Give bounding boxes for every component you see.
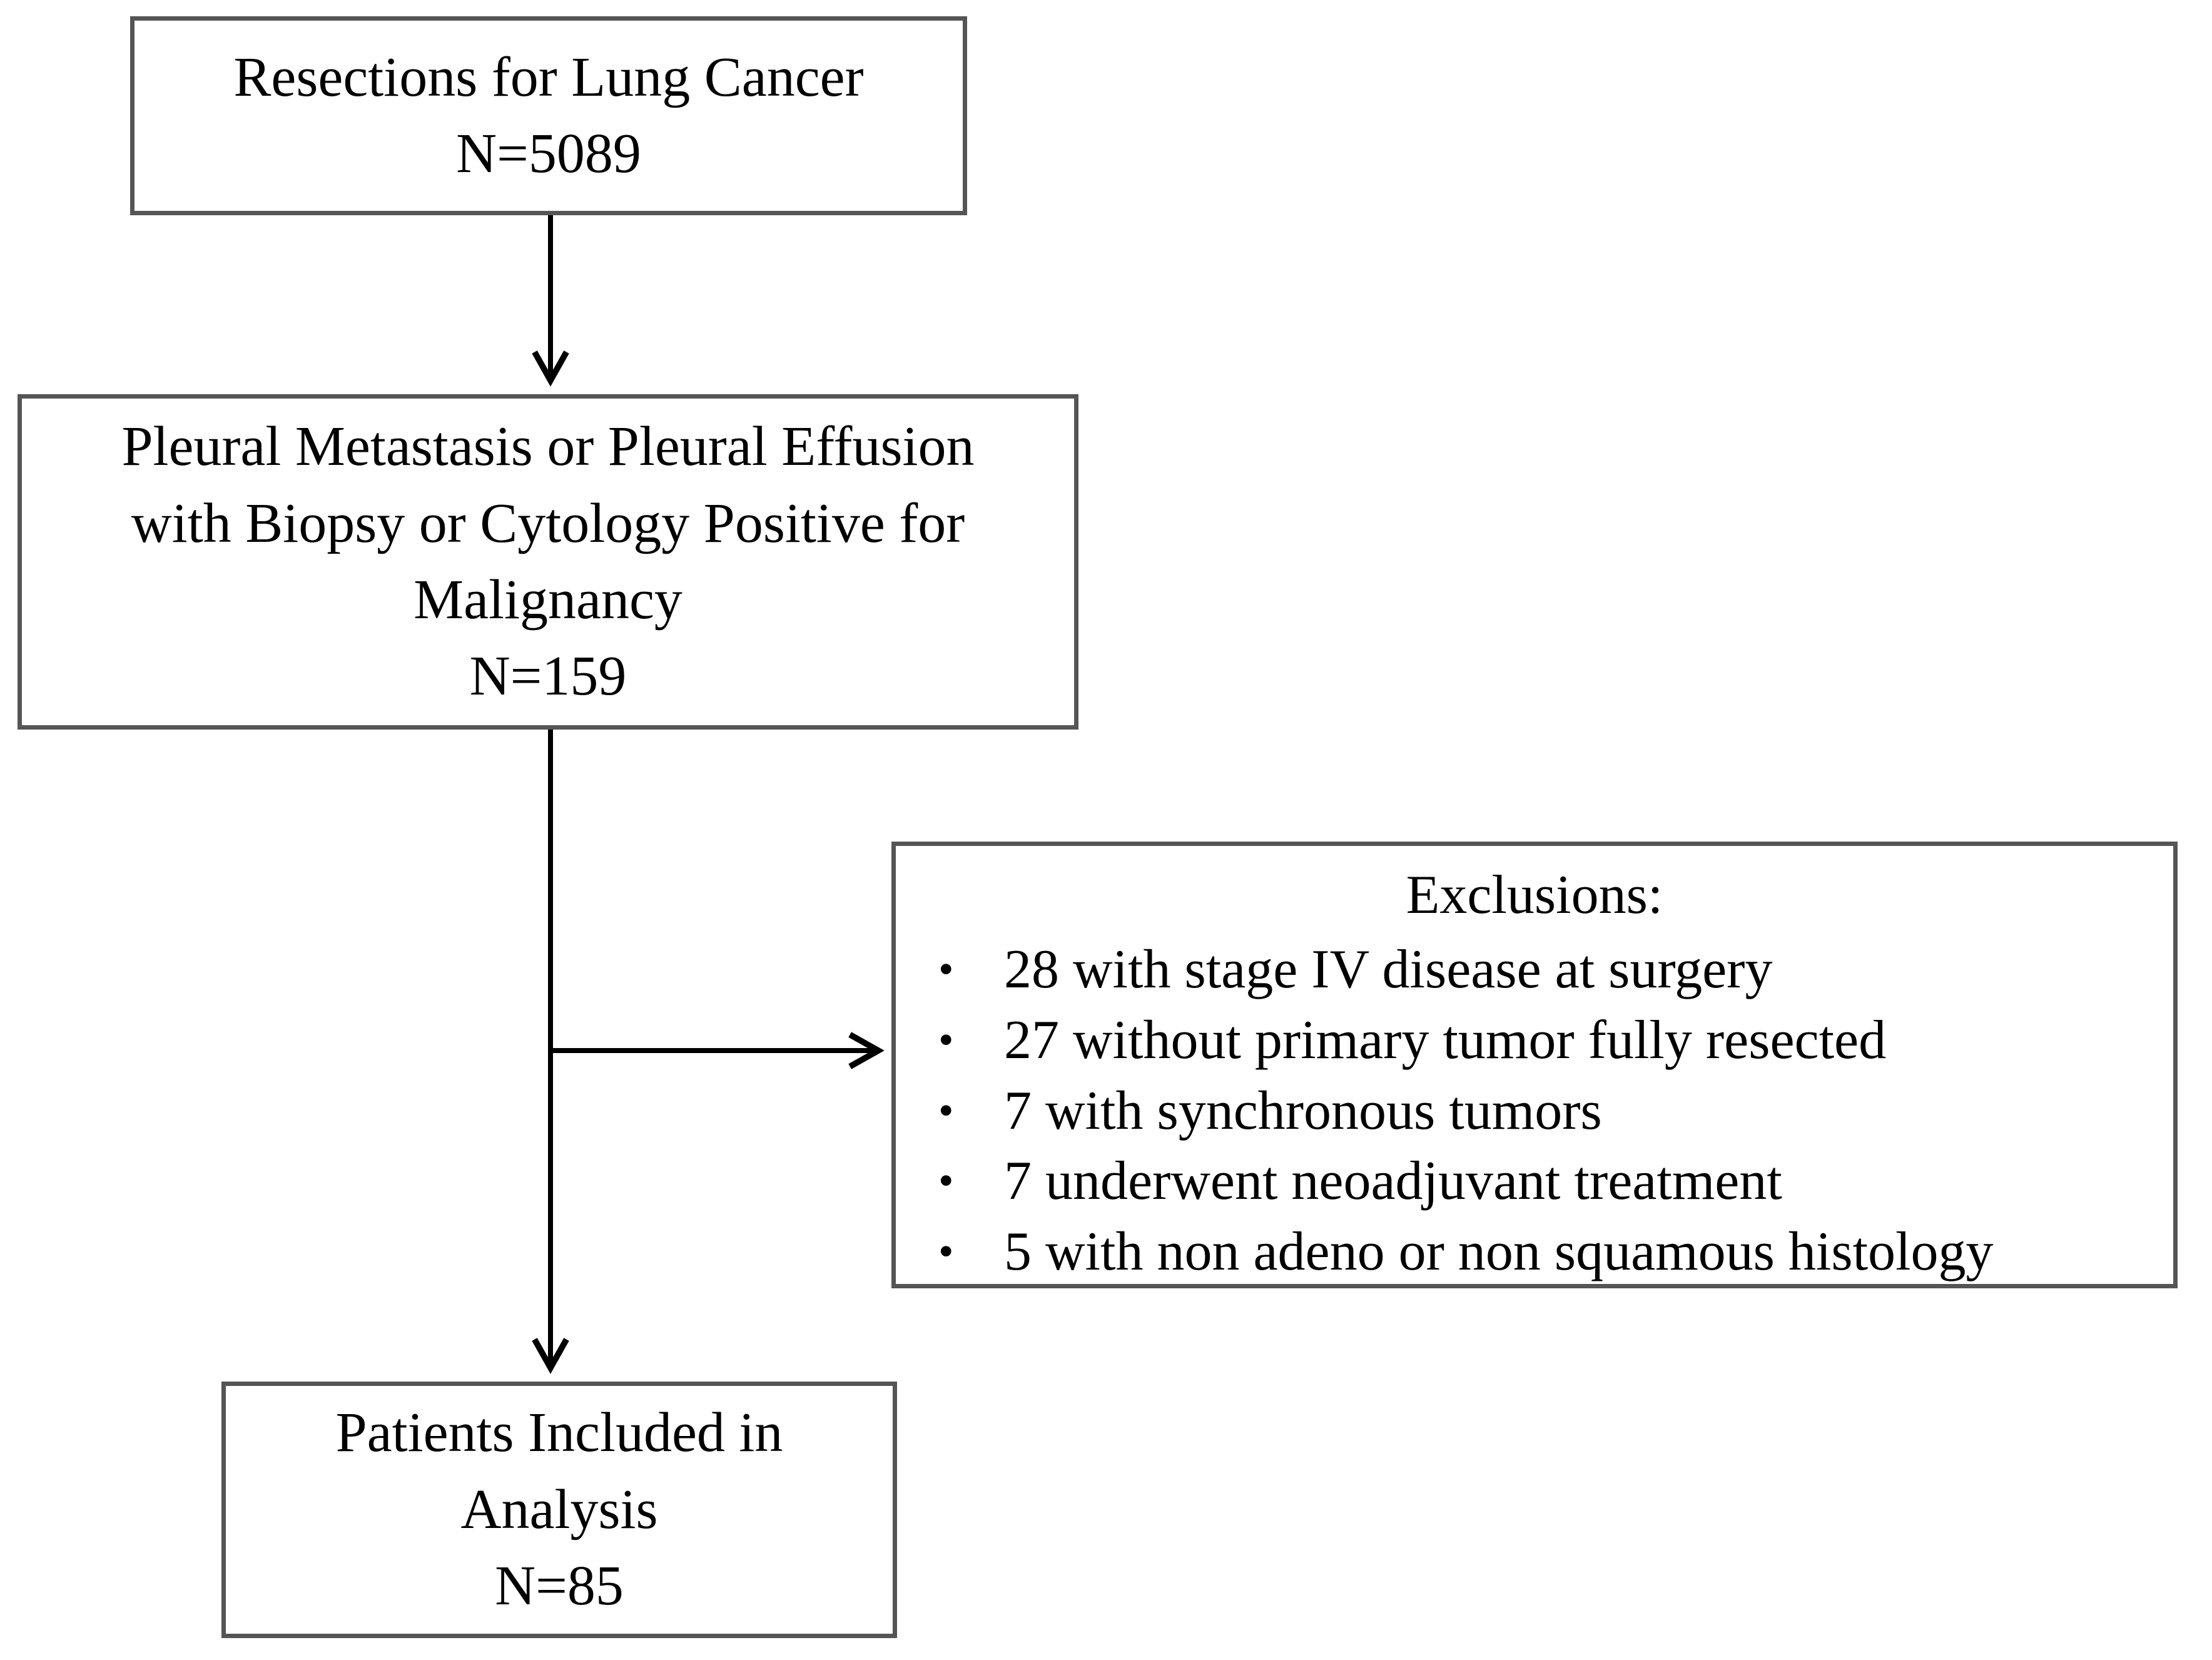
exclusion-item: • 27 without primary tumor fully resecte… [927,1006,2154,1076]
exclusion-item: • 5 with non adeno or non squamous histo… [927,1217,2154,1288]
bullet-icon: • [938,1016,954,1065]
box-included-line-1: Patients Included in [335,1402,783,1464]
exclusion-item-text: 28 with stage IV disease at surgery [1004,939,1773,1001]
exclusions-title: Exclusions: [1406,865,1663,925]
exclusion-item-text: 27 without primary tumor fully resected [1004,1010,1887,1071]
box-pleural-line-2: with Biopsy or Cytology Positive for [131,492,965,554]
exclusion-item: • 7 underwent neoadjuvant treatment [927,1146,2154,1217]
box-resections-title: Resections for Lung Cancer [233,46,864,108]
box-resections-count: N=5089 [456,123,641,185]
exclusion-item: • 7 with synchronous tumors [927,1076,2154,1147]
box-pleural-line-3: Malignancy [413,569,682,631]
bullet-icon: • [938,1227,954,1276]
exclusion-item-text: 7 underwent neoadjuvant treatment [1004,1151,1782,1212]
exclusion-item: • 28 with stage IV disease at surgery [927,935,2154,1006]
box-pleural-line-1: Pleural Metastasis or Pleural Effusion [121,415,975,478]
box-included-line-2: Analysis [460,1478,658,1540]
exclusion-item-text: 7 with synchronous tumors [1004,1080,1602,1141]
box-resections: Resections for Lung Cancer N=5089 [130,16,967,215]
exclusions-list: • 28 with stage IV disease at surgery • … [896,935,2173,1287]
box-pleural-metastasis: Pleural Metastasis or Pleural Effusion w… [18,394,1078,730]
bullet-icon: • [938,945,954,994]
box-included-count: N=85 [495,1555,624,1617]
box-patients-included: Patients Included in Analysis N=85 [221,1382,897,1638]
exclusion-item-text: 5 with non adeno or non squamous histolo… [1004,1221,1994,1282]
bullet-icon: • [938,1157,954,1206]
box-pleural-count: N=159 [469,645,627,708]
bullet-icon: • [938,1086,954,1135]
box-exclusions: Exclusions: • 28 with stage IV disease a… [891,842,2178,1288]
